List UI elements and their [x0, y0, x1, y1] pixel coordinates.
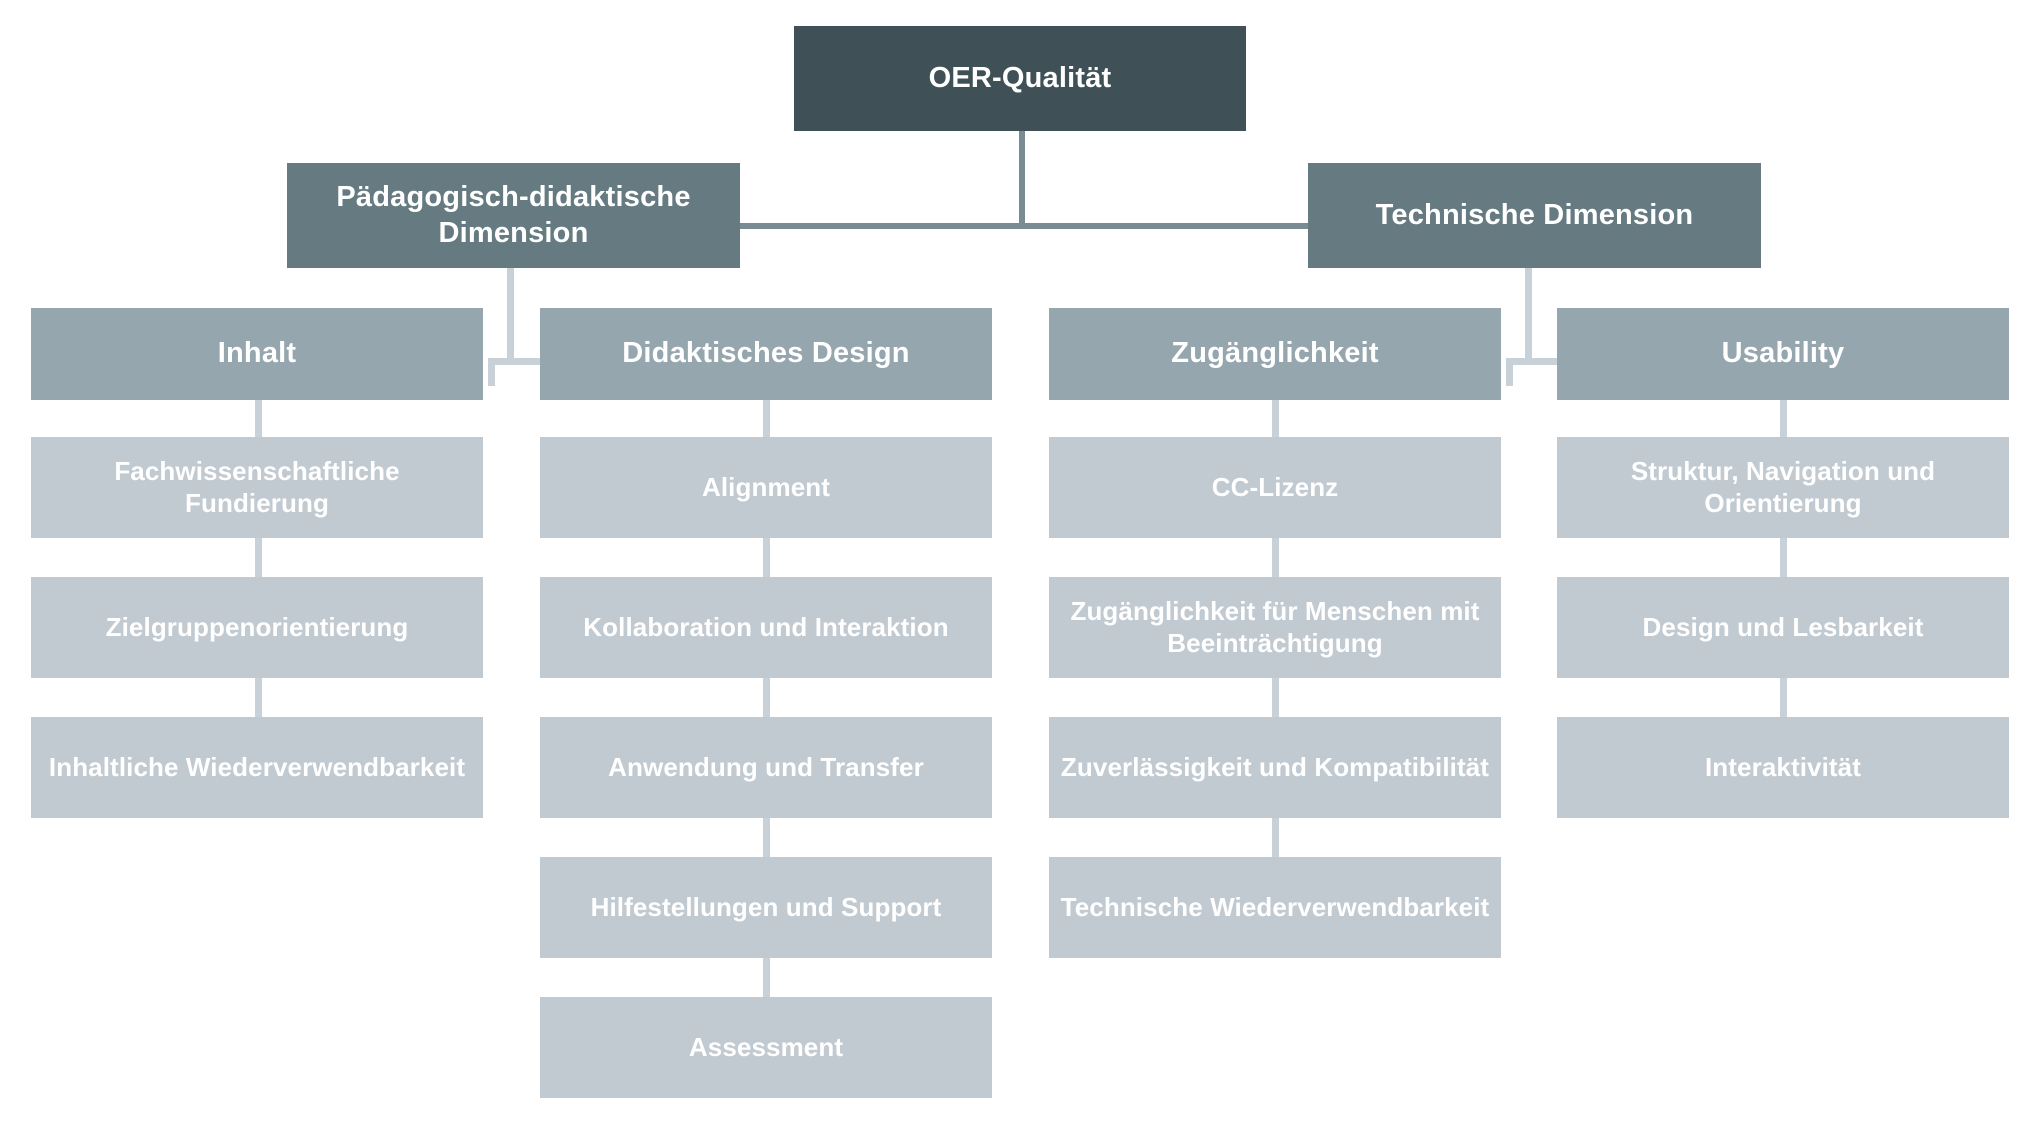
connector-root-vertical — [1019, 131, 1025, 226]
node-criterion-struktur-navigation-orientierung[interactable]: Struktur, Navigation und Orientierung — [1557, 437, 2009, 538]
node-criterion-anwendung-und-transfer[interactable]: Anwendung und Transfer — [540, 717, 992, 818]
node-criterion-zielgruppenorientierung[interactable]: Zielgruppenorientierung — [31, 577, 483, 678]
connector-technische-horizontal — [1506, 358, 1566, 365]
node-criterion-technische-wiederverwendbarkeit[interactable]: Technische Wiederverwendbarkeit — [1049, 857, 1501, 958]
node-category-inhalt[interactable]: Inhalt — [31, 308, 483, 400]
node-paedagogisch-didaktische-dimension[interactable]: Pädagogisch-didaktische Dimension — [287, 163, 740, 268]
node-criterion-cc-lizenz[interactable]: CC-Lizenz — [1049, 437, 1501, 538]
connector-usability-spine — [1780, 400, 1787, 720]
connector-technische-vertical — [1525, 268, 1532, 364]
node-category-zugaenglichkeit[interactable]: Zugänglichkeit — [1049, 308, 1501, 400]
node-category-usability[interactable]: Usability — [1557, 308, 2009, 400]
node-criterion-zuverlaessigkeit-und-kompatibilitaet[interactable]: Zuverlässigkeit und Kompatibilität — [1049, 717, 1501, 818]
connector-didaktisches-design-spine — [763, 400, 770, 1000]
connector-paedagogisch-horizontal — [488, 358, 548, 365]
node-criterion-alignment[interactable]: Alignment — [540, 437, 992, 538]
node-criterion-design-und-lesbarkeit[interactable]: Design und Lesbarkeit — [1557, 577, 2009, 678]
node-oer-qualitaet[interactable]: OER-Qualität — [794, 26, 1246, 131]
connector-inhalt-stub — [488, 358, 495, 386]
node-criterion-interaktivitaet[interactable]: Interaktivität — [1557, 717, 2009, 818]
node-criterion-inhaltliche-wiederverwendbarkeit[interactable]: Inhaltliche Wiederverwendbarkeit — [31, 717, 483, 818]
node-criterion-kollaboration-und-interaktion[interactable]: Kollaboration und Interaktion — [540, 577, 992, 678]
node-criterion-hilfestellungen-und-support[interactable]: Hilfestellungen und Support — [540, 857, 992, 958]
node-category-didaktisches-design[interactable]: Didaktisches Design — [540, 308, 992, 400]
connector-inhalt-spine — [255, 400, 262, 720]
connector-zugaenglichkeit-stub — [1506, 358, 1513, 386]
node-technische-dimension[interactable]: Technische Dimension — [1308, 163, 1761, 268]
node-criterion-zugaenglichkeit-beeintraechtigung[interactable]: Zugänglichkeit für Menschen mit Beeinträ… — [1049, 577, 1501, 678]
connector-dimension-horizontal — [739, 223, 1309, 229]
node-criterion-fachwissenschaftliche-fundierung[interactable]: Fachwissenschaftliche Fundierung — [31, 437, 483, 538]
node-criterion-assessment[interactable]: Assessment — [540, 997, 992, 1098]
connector-paedagogisch-vertical — [507, 268, 514, 364]
